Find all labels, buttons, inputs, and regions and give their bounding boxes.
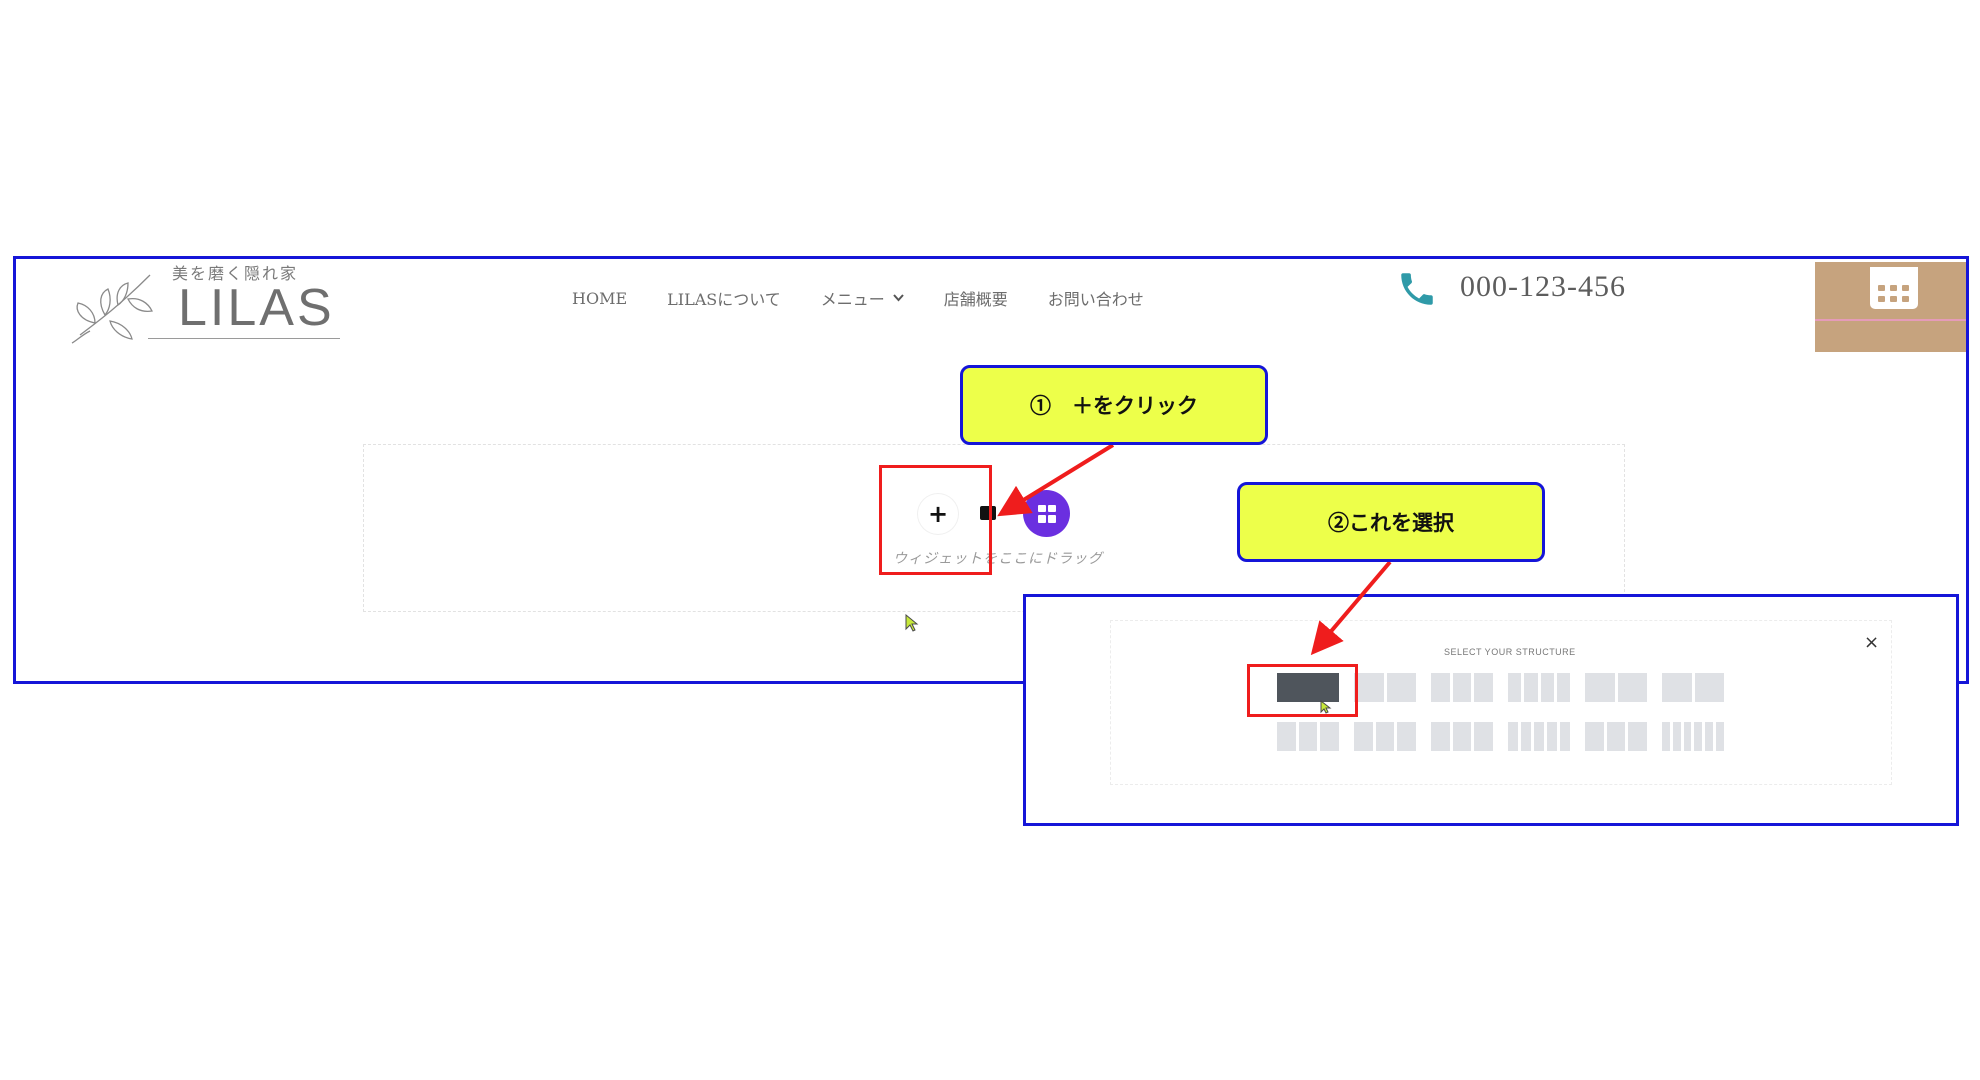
structure-column <box>1534 722 1544 751</box>
arrow-to-structure <box>1310 560 1392 656</box>
drop-hint-text: ウィジェットをここにドラッグ <box>893 551 1103 567</box>
structure-option[interactable] <box>1585 673 1647 702</box>
structure-column <box>1585 722 1604 751</box>
structure-option[interactable] <box>1585 722 1648 751</box>
structure-column <box>1508 722 1518 751</box>
logo-name[interactable]: LILAS <box>178 279 335 337</box>
calendar-icon <box>1868 263 1920 315</box>
structure-column <box>1452 673 1472 702</box>
main-nav: HOME LILASについて メニュー 店舗概要 お問い合わせ <box>572 286 1144 310</box>
structure-column <box>1672 722 1681 751</box>
structure-picker-frame <box>1023 594 1959 826</box>
nav-item-about[interactable]: LILASについて <box>667 290 781 309</box>
highlight-box-add-button <box>879 465 992 575</box>
structure-column <box>1683 722 1692 751</box>
structure-column <box>1298 722 1318 751</box>
structure-option[interactable] <box>1354 673 1416 702</box>
structure-column <box>1705 722 1714 751</box>
structure-column <box>1556 673 1570 702</box>
close-icon[interactable]: × <box>1864 632 1880 653</box>
nav-item-home[interactable]: HOME <box>572 288 628 308</box>
structure-option[interactable] <box>1662 673 1724 702</box>
mouse-cursor-icon <box>1320 699 1332 718</box>
nav-item-menu[interactable]: メニュー <box>821 286 904 310</box>
structure-option[interactable] <box>1354 722 1417 751</box>
callout-step-2: ②これを選択 <box>1237 482 1545 562</box>
logo-tagline: 美を磨く隠れ家 <box>172 264 299 283</box>
structure-column <box>1375 722 1395 751</box>
structure-column <box>1508 673 1522 702</box>
phone-icon <box>1396 268 1438 314</box>
structure-column <box>1560 722 1570 751</box>
structure-column <box>1521 722 1531 751</box>
structure-option[interactable] <box>1662 722 1724 751</box>
nav-item-contact[interactable]: お問い合わせ <box>1047 290 1144 309</box>
structure-picker-title: SELECT YOUR STRUCTURE <box>1444 647 1576 657</box>
structure-column <box>1452 722 1472 751</box>
structure-option[interactable] <box>1431 673 1494 702</box>
structure-column <box>1524 673 1538 702</box>
phone-number[interactable]: 000-123-456 <box>1460 270 1626 303</box>
structure-option[interactable] <box>1508 722 1570 751</box>
structure-column <box>1277 673 1339 702</box>
mouse-cursor-icon <box>905 613 919 636</box>
structure-column <box>1716 722 1724 751</box>
structure-column <box>1617 673 1647 702</box>
structure-column <box>1694 722 1703 751</box>
structure-option[interactable] <box>1508 673 1570 702</box>
structure-column <box>1694 673 1724 702</box>
structure-column <box>1354 722 1373 751</box>
structure-column <box>1474 722 1494 751</box>
structure-option[interactable] <box>1277 673 1339 702</box>
structure-picker-panel <box>1110 620 1892 785</box>
structure-column <box>1397 722 1417 751</box>
structure-column <box>1354 673 1384 702</box>
structure-column <box>1386 673 1416 702</box>
structure-option[interactable] <box>1277 722 1340 751</box>
structure-column <box>1277 722 1296 751</box>
structure-column <box>1320 722 1340 751</box>
arrow-to-add-button <box>997 443 1115 517</box>
logo-underline <box>148 338 340 339</box>
structure-column <box>1540 673 1554 702</box>
structure-column <box>1628 722 1648 751</box>
structure-column <box>1431 673 1450 702</box>
folder-icon[interactable] <box>980 506 996 520</box>
structure-column <box>1662 673 1692 702</box>
structure-column <box>1431 722 1450 751</box>
structure-column <box>1662 722 1670 751</box>
structure-column <box>1585 673 1615 702</box>
structure-column <box>1547 722 1557 751</box>
logo-leaf-icon <box>70 265 160 349</box>
callout-step-1: ① ＋をクリック <box>960 365 1268 445</box>
chevron-down-icon <box>893 294 904 302</box>
structure-column <box>1474 673 1494 702</box>
structure-column <box>1606 722 1626 751</box>
structure-option[interactable] <box>1431 722 1494 751</box>
grid-icon <box>1037 504 1056 523</box>
highlight-box-structure <box>1247 664 1358 717</box>
reservation-button-stripe <box>1815 319 1966 321</box>
nav-item-store-info[interactable]: 店舗概要 <box>943 290 1008 309</box>
add-section-button[interactable]: + <box>918 494 958 534</box>
